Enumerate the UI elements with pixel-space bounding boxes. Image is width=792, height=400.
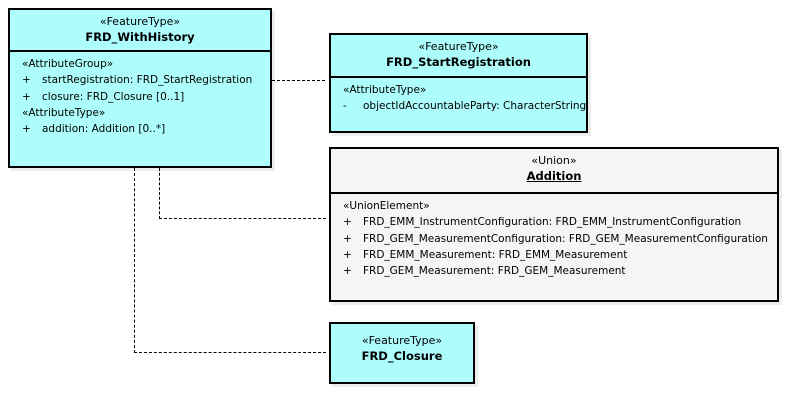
attribute-visibility: + xyxy=(343,232,352,245)
class-stereotype: «Union» xyxy=(531,154,577,167)
class-name: FRD_WithHistory xyxy=(85,29,195,44)
attribute-label: FRD_GEM_Measurement: FRD_GEM_Measurement xyxy=(363,265,626,278)
class-header-frd-withhistory: «FeatureType» FRD_WithHistory xyxy=(10,10,270,52)
attribute-visibility: + xyxy=(22,90,31,103)
connector-closure-horizontal xyxy=(134,352,326,353)
attribute-group-stereotype: «UnionElement» xyxy=(343,200,430,212)
connector-addition-vertical xyxy=(159,168,160,219)
attribute-row[interactable]: + FRD_GEM_Measurement: FRD_GEM_Measuremen… xyxy=(331,263,777,279)
attribute-row[interactable]: + FRD_EMM_Measurement: FRD_EMM_Measuremen… xyxy=(331,247,777,263)
class-body-frd-startregistration: «AttributeType» - objectIdAccountablePart… xyxy=(331,78,586,119)
class-name: FRD_Closure xyxy=(361,348,443,363)
attribute-group-stereotype: «AttributeGroup» xyxy=(22,58,114,70)
connector-startregistration-line xyxy=(272,80,325,81)
attribute-label: closure: FRD_Closure [0..1] xyxy=(42,90,185,103)
attribute-row[interactable]: + addition: Addition [0..*] xyxy=(10,121,270,137)
attribute-visibility: - xyxy=(343,100,347,113)
attribute-group-stereotype: «AttributeType» xyxy=(343,84,427,96)
attribute-label: FRD_GEM_MeasurementConfiguration: FRD_GE… xyxy=(363,232,768,245)
class-name: FRD_StartRegistration xyxy=(386,54,531,69)
uml-class-frd-closure[interactable]: «FeatureType» FRD_Closure xyxy=(329,322,475,384)
attribute-label: FRD_EMM_InstrumentConfiguration: FRD_EMM… xyxy=(363,216,742,229)
class-header-addition: «Union» Addition xyxy=(331,149,777,194)
attribute-visibility: + xyxy=(22,74,31,87)
attribute-visibility: + xyxy=(343,265,352,278)
attribute-row[interactable]: + startRegistration: FRD_StartRegistratio… xyxy=(10,72,270,88)
attribute-row[interactable]: - objectIdAccountableParty: CharacterStri… xyxy=(331,98,586,114)
attribute-row[interactable]: + closure: FRD_Closure [0..1] xyxy=(10,89,270,105)
attribute-visibility: + xyxy=(343,216,352,229)
attribute-row[interactable]: + FRD_GEM_MeasurementConfiguration: FRD_G… xyxy=(331,231,777,247)
class-body-addition: «UnionElement» + FRD_EMM_InstrumentConfig… xyxy=(331,194,777,283)
attribute-label: addition: Addition [0..*] xyxy=(42,123,166,136)
class-name: Addition xyxy=(526,168,582,183)
class-stereotype: «FeatureType» xyxy=(361,334,443,347)
uml-class-addition[interactable]: «Union» Addition «UnionElement» + FRD_EMM… xyxy=(329,147,779,302)
class-header-frd-startregistration: «FeatureType» FRD_StartRegistration xyxy=(331,35,586,78)
uml-class-frd-startregistration[interactable]: «FeatureType» FRD_StartRegistration «Att… xyxy=(329,33,588,133)
attribute-visibility: + xyxy=(22,123,31,136)
connector-closure-vertical xyxy=(134,168,135,353)
uml-class-frd-withhistory[interactable]: «FeatureType» FRD_WithHistory «Attribute… xyxy=(8,8,272,168)
connector-addition-horizontal xyxy=(159,218,326,219)
class-stereotype: «FeatureType» xyxy=(99,15,181,28)
attribute-row[interactable]: + FRD_EMM_InstrumentConfiguration: FRD_EM… xyxy=(331,214,777,230)
attribute-label: FRD_EMM_Measurement: FRD_EMM_Measurement xyxy=(363,248,628,261)
attribute-visibility: + xyxy=(343,248,352,261)
class-stereotype: «FeatureType» xyxy=(418,40,499,53)
class-header-frd-closure: «FeatureType» FRD_Closure xyxy=(331,324,473,384)
attribute-label: objectIdAccountableParty: CharacterStrin… xyxy=(363,100,587,113)
class-body-frd-withhistory: «AttributeGroup» + startRegistration: FRD… xyxy=(10,52,270,141)
attribute-label: startRegistration: FRD_StartRegistration xyxy=(42,74,253,87)
attribute-group-stereotype: «AttributeType» xyxy=(22,106,106,119)
